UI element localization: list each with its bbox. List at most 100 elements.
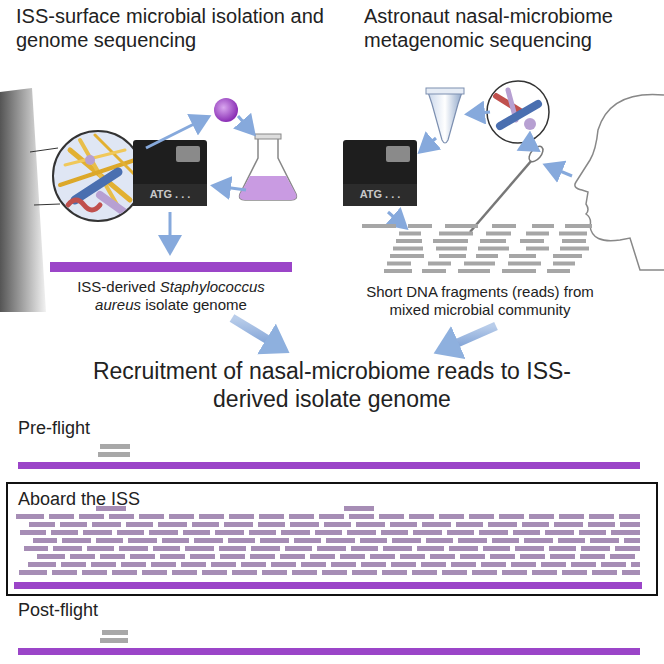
panel-label: Aboard the ISS bbox=[8, 484, 150, 516]
read bbox=[119, 546, 148, 551]
read bbox=[549, 546, 576, 551]
nasal-swab bbox=[470, 144, 546, 232]
read bbox=[480, 239, 506, 243]
read bbox=[20, 530, 46, 535]
read bbox=[199, 514, 224, 519]
read bbox=[421, 562, 446, 567]
read bbox=[513, 530, 540, 535]
sequencer bbox=[343, 140, 417, 206]
read bbox=[70, 554, 95, 559]
recruited-reads bbox=[16, 506, 640, 575]
read bbox=[281, 530, 310, 535]
read bbox=[581, 546, 610, 551]
read bbox=[347, 530, 376, 535]
read bbox=[562, 239, 586, 243]
read bbox=[409, 514, 434, 519]
read bbox=[319, 514, 344, 519]
read bbox=[172, 570, 197, 575]
read bbox=[390, 254, 424, 258]
read bbox=[476, 254, 498, 258]
read bbox=[387, 262, 411, 266]
read bbox=[522, 522, 549, 527]
track-label: Pre-flight bbox=[18, 418, 178, 440]
section-heading: Astronaut nasal-microbiome metagenomic s… bbox=[364, 4, 660, 52]
read bbox=[82, 570, 107, 575]
read bbox=[529, 514, 554, 519]
caption-label: Short DNA fragments (reads) from mixed m… bbox=[352, 283, 608, 319]
read bbox=[340, 554, 365, 559]
read bbox=[128, 538, 157, 543]
read bbox=[51, 530, 78, 535]
read bbox=[79, 514, 104, 519]
read bbox=[436, 247, 467, 251]
read bbox=[554, 522, 583, 527]
read bbox=[562, 570, 587, 575]
read bbox=[271, 562, 296, 567]
read bbox=[315, 530, 342, 535]
read bbox=[524, 538, 553, 543]
sequence-text: ATG . . . bbox=[133, 188, 207, 201]
read bbox=[192, 522, 219, 527]
mixed-reads bbox=[362, 224, 592, 273]
read bbox=[391, 562, 416, 567]
read bbox=[61, 562, 86, 567]
read bbox=[390, 522, 417, 527]
read bbox=[362, 224, 396, 228]
read bbox=[511, 562, 536, 567]
read bbox=[24, 546, 48, 551]
read bbox=[469, 514, 494, 519]
genome-bar bbox=[14, 582, 642, 589]
read bbox=[249, 530, 276, 535]
read bbox=[426, 538, 453, 543]
read bbox=[396, 239, 422, 243]
read bbox=[439, 254, 466, 258]
sequencer bbox=[133, 140, 207, 206]
genome-bar bbox=[18, 462, 640, 469]
read bbox=[183, 530, 210, 535]
zoom-line bbox=[30, 148, 58, 152]
read bbox=[392, 538, 421, 543]
read bbox=[29, 522, 55, 527]
read bbox=[16, 514, 44, 519]
read bbox=[356, 522, 385, 527]
read bbox=[344, 506, 374, 511]
read bbox=[571, 562, 596, 567]
read bbox=[509, 254, 536, 258]
read bbox=[428, 262, 451, 266]
read bbox=[439, 232, 473, 236]
read bbox=[87, 546, 114, 551]
read bbox=[280, 554, 305, 559]
read bbox=[382, 570, 407, 575]
read bbox=[322, 570, 347, 575]
read bbox=[360, 538, 387, 543]
read bbox=[611, 530, 640, 535]
read bbox=[590, 538, 619, 543]
read bbox=[151, 562, 176, 567]
read bbox=[408, 224, 432, 228]
read bbox=[488, 522, 517, 527]
read bbox=[422, 522, 451, 527]
read bbox=[112, 570, 137, 575]
read bbox=[601, 562, 626, 567]
colony bbox=[214, 98, 238, 122]
read bbox=[508, 262, 541, 266]
read bbox=[331, 562, 356, 567]
read bbox=[219, 546, 246, 551]
read bbox=[185, 546, 214, 551]
read bbox=[224, 522, 253, 527]
read bbox=[526, 247, 549, 251]
read bbox=[232, 570, 257, 575]
read bbox=[439, 514, 464, 519]
read bbox=[251, 546, 280, 551]
read bbox=[545, 530, 574, 535]
recruited-reads bbox=[100, 630, 128, 643]
read bbox=[492, 224, 516, 228]
read bbox=[615, 546, 640, 551]
read bbox=[229, 514, 254, 519]
read bbox=[483, 546, 510, 551]
read bbox=[142, 570, 167, 575]
read bbox=[559, 514, 584, 519]
read bbox=[49, 514, 74, 519]
read bbox=[250, 554, 275, 559]
